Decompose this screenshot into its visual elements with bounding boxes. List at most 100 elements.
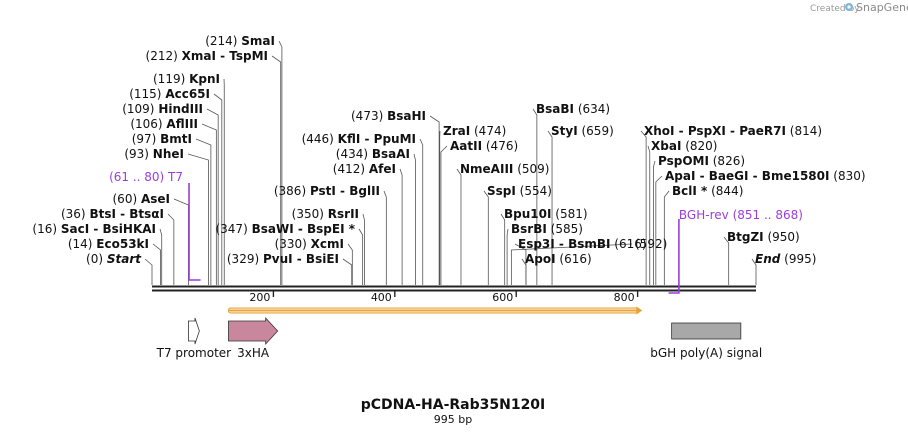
site-label-asei: (60) AseI (113, 192, 171, 206)
site-label-eco53ki: (14) Eco53kI (68, 237, 149, 251)
site-label-aatii: AatII (476) (450, 139, 518, 153)
site-label-apai-baegi-bme1580i: ApaI - BaeGI - Bme1580I (830) (665, 169, 866, 183)
site-label-bcli: BclI * (844) (672, 184, 743, 198)
leader-styi (547, 130, 553, 285)
site-label-psti-bglii: (386) PstI - BglII (274, 184, 380, 198)
leader-end (751, 258, 757, 285)
map-title: pCDNA-HA-Rab35N120I (361, 397, 546, 413)
site-label-btsi-bts-i: (36) BtsI - BtsαI (61, 207, 164, 221)
leader-saci (159, 228, 163, 285)
site-label-end: End (995) (755, 252, 816, 266)
leader-site-592 (510, 243, 633, 285)
leader-eco53ki (152, 243, 161, 285)
leader-btgzi (723, 236, 730, 285)
leader-nmeaiii (456, 168, 462, 285)
site-label-bsrbi: BsrBI (585) (511, 222, 583, 236)
leader-sspi (483, 190, 489, 285)
primer-bgh-rev-label: BGH-rev (851 .. 868) (679, 208, 803, 222)
features: T7 promoter 3xHA bGH poly(A) signal (156, 306, 762, 360)
feature-bgh-poly-a-signal-label: bGH poly(A) signal (650, 346, 762, 360)
feature-bgh-poly-a-signal (671, 322, 742, 340)
leader-bsrbi (506, 228, 509, 285)
leader-bsawi (358, 228, 364, 285)
leader-hindiii (206, 108, 219, 285)
feature-3xha (228, 316, 279, 346)
leader-afliii (201, 123, 217, 285)
ruler-ticks: 200 400 600 800 (249, 291, 639, 304)
site-label-acc65i: (115) Acc65I (129, 87, 210, 101)
leader-psti (383, 190, 387, 285)
site-label-kpni: (119) KpnI (153, 72, 220, 86)
site-label-esp3i-bsmbi: Esp3I - BsmBI (616) (518, 237, 647, 251)
feature-3xha-label: 3xHA (237, 346, 270, 360)
primer-bgh-rev-mark (668, 219, 680, 294)
leader-bsabi (532, 108, 538, 285)
site-label-xmai-tspmi: (212) XmaI - TspMI (146, 49, 268, 63)
leader-pvui (342, 258, 353, 285)
leader-apai (655, 175, 663, 285)
site-label-xbai: XbaI (820) (651, 139, 718, 153)
leader-bpu10i (500, 213, 506, 285)
leader-apoi (521, 258, 527, 285)
site-label-sspi: SspI (554) (487, 184, 552, 198)
tick-label-800: 800 (614, 291, 635, 304)
feature-t7-promoter-label: T7 promoter (156, 346, 232, 360)
primer-t7-mark (188, 183, 201, 281)
brand-text: SnapGene (856, 1, 908, 14)
site-label-xcmi: (330) XcmI (275, 237, 344, 251)
site-label-bsaai: (434) BsaAI (336, 147, 410, 161)
site-label-nmeaiii: NmeAIII (509) (460, 162, 549, 176)
feature-t7-promoter (188, 317, 200, 345)
site-label-pvui-bsiei: (329) PvuI - BsiEI (227, 252, 339, 266)
leader-pspomi (653, 160, 656, 285)
leader-xcmi (347, 243, 353, 285)
site-label-bsawi-bspei: (347) BsaWI - BspEI * (215, 222, 355, 236)
leader-bcli (663, 190, 670, 285)
tick-label-400: 400 (371, 291, 392, 304)
leader-bsahi (429, 115, 440, 285)
leader-kfli (419, 138, 424, 285)
tick-label-200: 200 (249, 291, 270, 304)
site-label-kfli-ppumi: (446) KflI - PpuMI (302, 132, 416, 146)
leader-aatii (440, 145, 448, 285)
site-label-bsahi: (473) BsaHI (351, 109, 426, 123)
site-label-btgzi: BtgZI (950) (727, 230, 800, 244)
site-label-smai: (214) SmaI (205, 34, 275, 48)
leader-xhoi (640, 130, 647, 285)
site-label-pspomi: PspOMI (826) (658, 154, 745, 168)
site-label-592: (592) (635, 237, 667, 251)
leader-xmai (271, 55, 282, 285)
credit-text: Created by (810, 4, 860, 14)
site-label-bsabi: BsaBI (634) (536, 102, 610, 116)
site-label-hindiii: (109) HindIII (122, 102, 203, 116)
site-label-start: (0) Start (86, 252, 142, 266)
leader-start (144, 258, 153, 285)
site-label-apoi: ApoI (616) (525, 252, 592, 266)
site-label-nhei: (93) NheI (124, 147, 184, 161)
primer-t7-label: (61 .. 80) T7 (109, 170, 183, 184)
site-label-bpu10i: Bpu10I (581) (504, 207, 588, 221)
leader-xbai (647, 145, 651, 285)
snapgene-logo-icon (845, 3, 853, 11)
site-leader-lines (144, 40, 757, 285)
site-label-rsrii: (350) RsrII (292, 207, 359, 221)
leader-acc65i (213, 93, 223, 285)
orf-arrow-head (636, 306, 643, 315)
site-label-afliii: (106) AflIII (130, 117, 198, 131)
primers: (61 .. 80) T7 BGH-rev (851 .. 868) (109, 170, 803, 294)
tick-label-600: 600 (492, 291, 513, 304)
leader-btsi (167, 213, 175, 285)
site-label-zrai: ZraI (474) (443, 124, 506, 138)
site-label-afei: (412) AfeI (333, 162, 396, 176)
site-label-bmti: (97) BmtI (132, 132, 192, 146)
site-label-styi: StyI (659) (551, 124, 614, 138)
map-length: 995 bp (434, 413, 472, 426)
backbone (152, 285, 756, 292)
leader-bsaai (413, 153, 416, 285)
leader-afei (399, 168, 403, 285)
site-labels: (214) SmaI(212) XmaI - TspMI(119) KpnI(1… (32, 34, 865, 266)
leader-bmti (195, 138, 212, 285)
leader-smai (278, 40, 283, 285)
leader-rsrii (362, 213, 365, 285)
